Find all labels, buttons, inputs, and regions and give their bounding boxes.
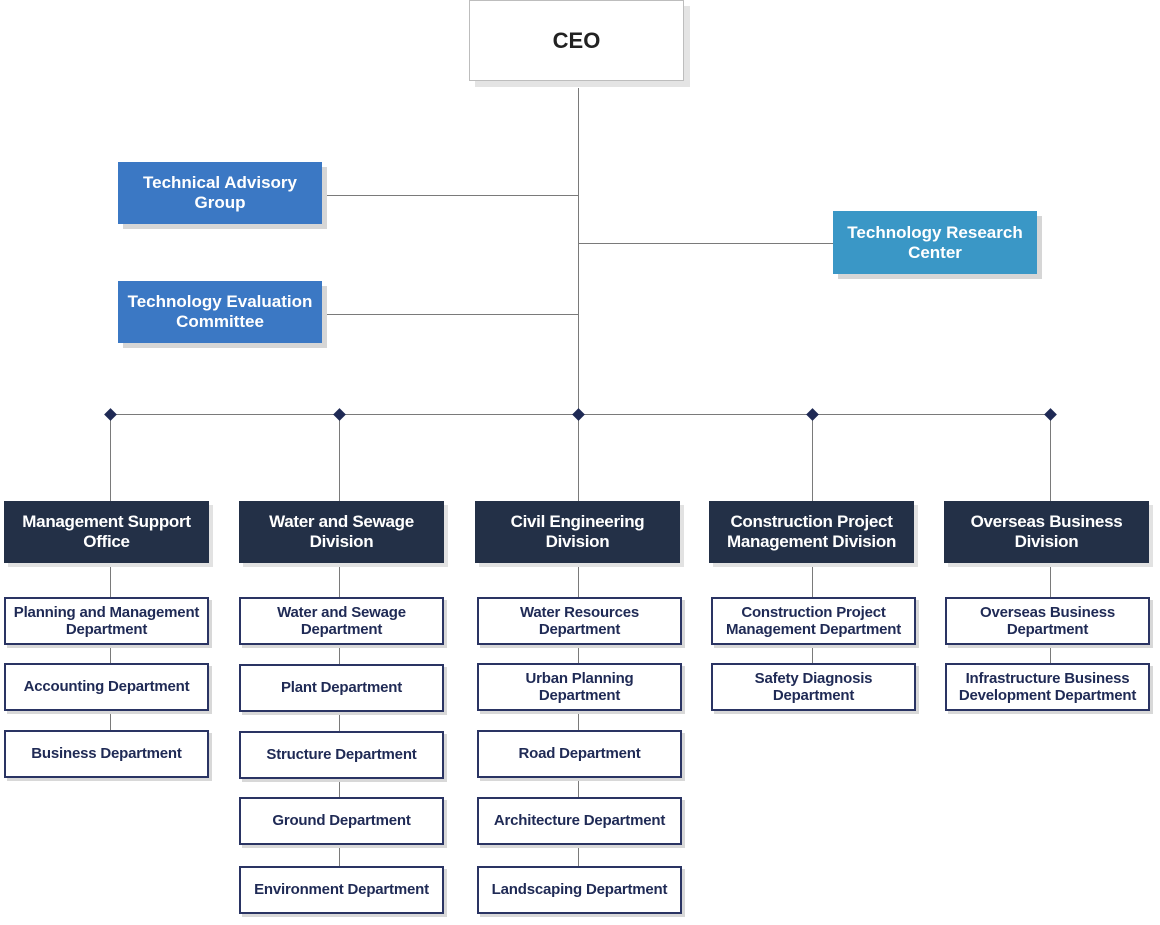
- junction-diamond: [1044, 408, 1057, 421]
- department-box: Planning and Management Department: [4, 597, 209, 645]
- evaluation-connector-line: [327, 314, 579, 315]
- junction-diamond: [104, 408, 117, 421]
- department-box: Safety Diagnosis Department: [711, 663, 916, 711]
- department-box: Overseas Business Department: [945, 597, 1150, 645]
- department-box: Construction Project Management Departme…: [711, 597, 916, 645]
- department-column-line: [110, 563, 111, 730]
- division-civil-engineering: Civil Engineering Division: [475, 501, 680, 563]
- department-box: Infrastructure Business Development Depa…: [945, 663, 1150, 711]
- ceo-trunk-line: [578, 88, 579, 416]
- division-drop-line: [812, 414, 813, 501]
- division-drop-line: [110, 414, 111, 501]
- department-box: Structure Department: [239, 731, 444, 779]
- research-connector-line: [578, 243, 833, 244]
- division-management-support-office: Management Support Office: [4, 501, 209, 563]
- ceo-box: CEO: [469, 0, 684, 81]
- department-box: Architecture Department: [477, 797, 682, 845]
- department-box: Business Department: [4, 730, 209, 778]
- junction-diamond: [806, 408, 819, 421]
- department-column-line: [339, 563, 340, 866]
- advisory-connector-line: [327, 195, 579, 196]
- division-drop-line: [1050, 414, 1051, 501]
- junction-diamond: [333, 408, 346, 421]
- department-box: Accounting Department: [4, 663, 209, 711]
- technology-research-center-box: Technology Research Center: [833, 211, 1037, 274]
- department-box: Landscaping Department: [477, 866, 682, 914]
- division-construction-project-management: Construction Project Management Division: [709, 501, 914, 563]
- technical-advisory-group-box: Technical Advisory Group: [118, 162, 322, 224]
- department-column-line: [578, 563, 579, 866]
- division-overseas-business: Overseas Business Division: [944, 501, 1149, 563]
- division-drop-line: [339, 414, 340, 501]
- technology-evaluation-committee-box: Technology Evaluation Committee: [118, 281, 322, 343]
- department-box: Water Resources Department: [477, 597, 682, 645]
- division-water-and-sewage: Water and Sewage Division: [239, 501, 444, 563]
- department-box: Environment Department: [239, 866, 444, 914]
- department-box: Ground Department: [239, 797, 444, 845]
- division-drop-line: [578, 414, 579, 501]
- department-box: Road Department: [477, 730, 682, 778]
- department-box: Urban Planning Department: [477, 663, 682, 711]
- department-box: Plant Department: [239, 664, 444, 712]
- junction-diamond: [572, 408, 585, 421]
- department-box: Water and Sewage Department: [239, 597, 444, 645]
